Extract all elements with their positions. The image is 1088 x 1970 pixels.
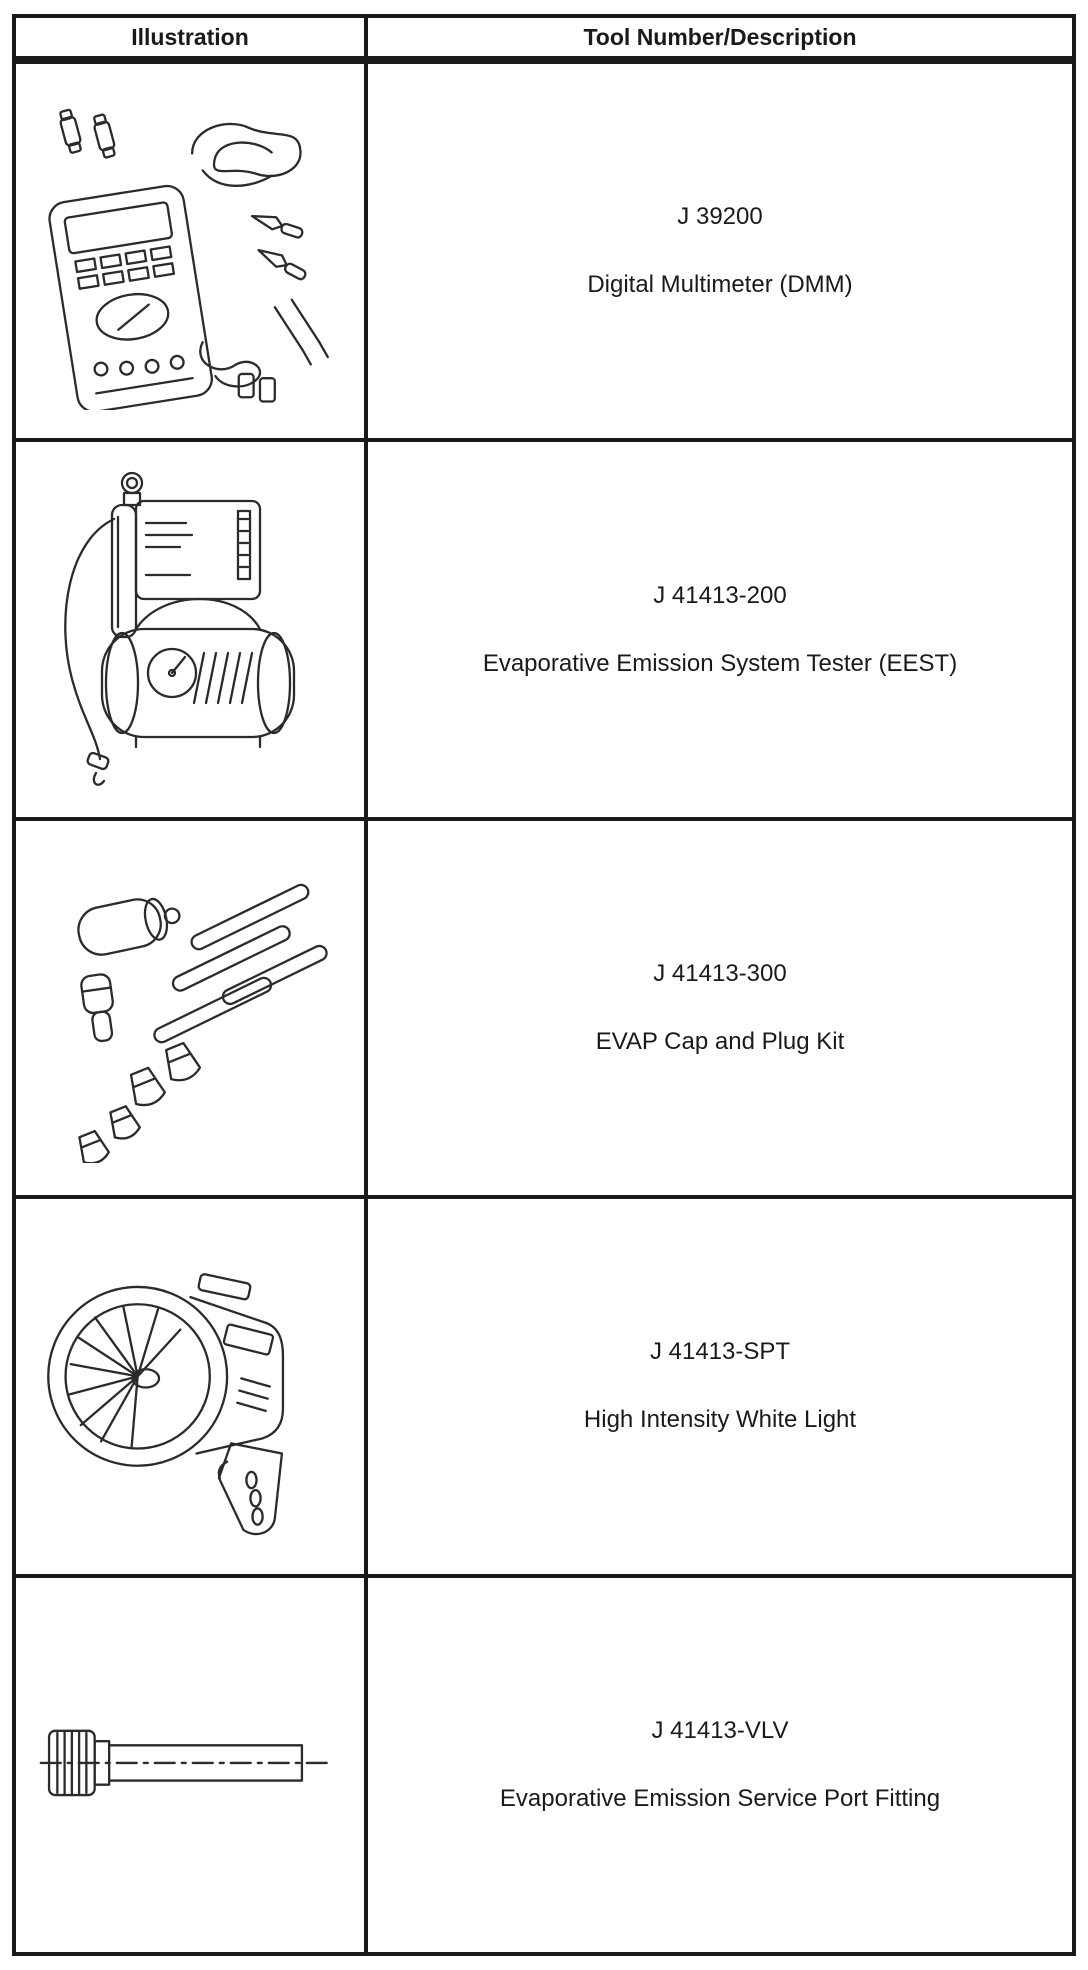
tool-number: J 41413-SPT xyxy=(649,1338,791,1366)
tool-info-cell: J 41413-300 EVAP Cap and Plug Kit xyxy=(368,821,1072,1195)
tool-description: Evaporative Emission System Tester (EEST… xyxy=(482,649,958,677)
header-illustration: Illustration xyxy=(16,18,368,56)
illustration-cell xyxy=(16,1577,368,1953)
evap-emission-system-tester-illustration xyxy=(40,457,340,802)
tool-info-cell: J 41413-VLV Evaporative Emission Service… xyxy=(368,1578,1072,1952)
tool-info-cell: J 41413-SPT High Intensity White Light xyxy=(368,1199,1072,1573)
special-tools-table: Illustration Tool Number/Description xyxy=(12,14,1076,1956)
high-intensity-white-light-illustration xyxy=(38,1226,343,1546)
tool-number: J 39200 xyxy=(677,203,763,231)
tool-description: High Intensity White Light xyxy=(583,1406,857,1434)
digital-multimeter-illustration xyxy=(31,92,349,410)
illustration-cell xyxy=(16,64,368,439)
tool-description: Evaporative Emission Service Port Fittin… xyxy=(499,1784,941,1812)
tool-number: J 41413-VLV xyxy=(651,1716,789,1744)
table-row: J 41413-SPT High Intensity White Light xyxy=(16,1195,1072,1574)
high-intensity-white-light-cell xyxy=(16,1199,368,1574)
table-row: J 39200 Digital Multimeter (DMM) xyxy=(16,60,1072,439)
evap-service-port-fitting-illustration xyxy=(34,1708,346,1822)
tool-number: J 41413-200 xyxy=(653,581,787,609)
header-tool-number-description: Tool Number/Description xyxy=(583,23,857,50)
illustration-cell xyxy=(16,442,368,817)
illustration-cell xyxy=(16,820,368,1196)
tool-number: J 41413-300 xyxy=(653,960,787,988)
tool-description: EVAP Cap and Plug Kit xyxy=(595,1028,845,1056)
tool-info-cell: J 39200 Digital Multimeter (DMM) xyxy=(368,64,1072,438)
evap-cap-and-plug-kit-illustration xyxy=(35,853,345,1163)
table-header-row: Illustration Tool Number/Description xyxy=(16,18,1072,60)
table-row: J 41413-200 Evaporative Emission System … xyxy=(16,438,1072,817)
table-row: J 41413-VLV Evaporative Emission Service… xyxy=(16,1573,1072,1953)
tool-info-cell: J 41413-200 Evaporative Emission System … xyxy=(368,442,1072,816)
table-row: J 41413-300 EVAP Cap and Plug Kit xyxy=(16,816,1072,1196)
tool-description: Digital Multimeter (DMM) xyxy=(587,271,853,299)
